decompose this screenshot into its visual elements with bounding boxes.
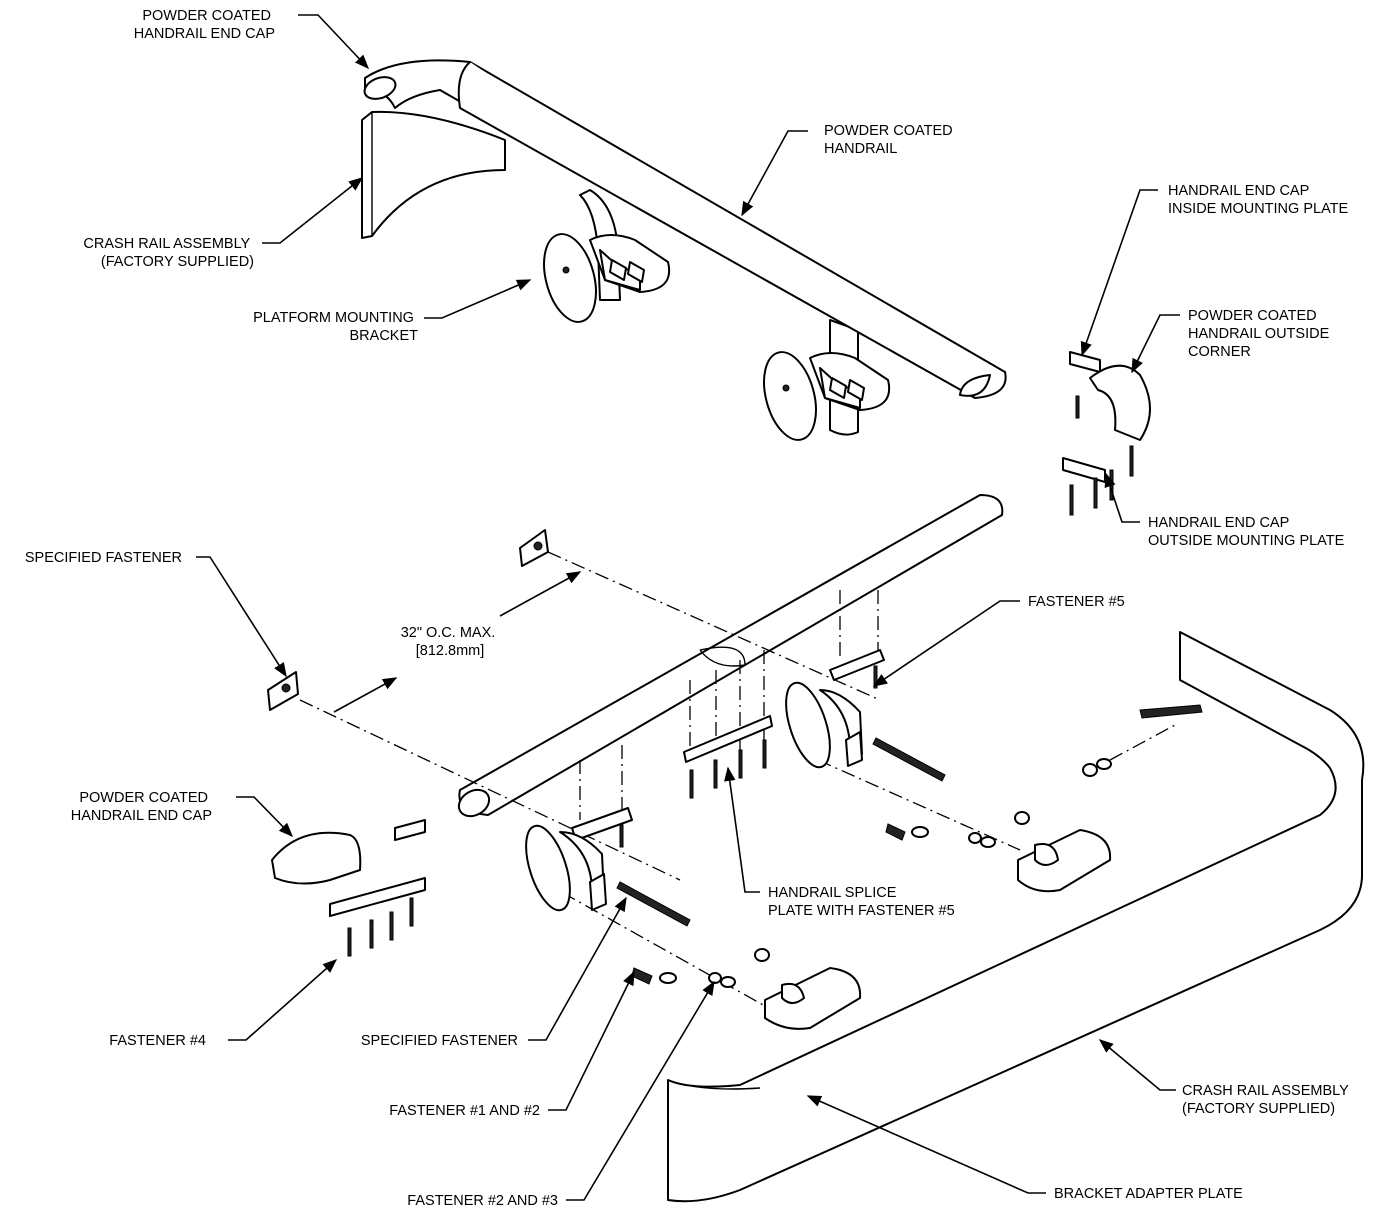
splice-plate (683, 715, 773, 799)
callout-crash-rail-top: CRASH RAIL ASSEMBLY (FACTORY SUPPLIED) (83, 236, 254, 270)
mounting-bracket-2 (763, 351, 891, 441)
callout-specified-fastener-bottom: SPECIFIED FASTENER (361, 1033, 518, 1049)
callout-handrail: POWDER COATED HANDRAIL (824, 123, 957, 157)
crash-rail-bottom (667, 631, 1365, 1203)
handrail-exploded (457, 494, 1004, 818)
bracket-exploded-2 (525, 807, 862, 1030)
end-cap-exploded (271, 819, 426, 957)
handrail-top (363, 59, 1007, 399)
callout-platform-bracket: PLATFORM MOUNTING BRACKET (253, 310, 418, 344)
callout-fastener-5: FASTENER #5 (1028, 594, 1125, 610)
callout-outside-plate: HANDRAIL END CAP OUTSIDE MOUNTING PLATE (1148, 515, 1345, 549)
bracket-exploded-1 (785, 649, 1112, 893)
center-lines (299, 551, 1176, 1021)
callout-crash-rail-bottom: CRASH RAIL ASSEMBLY (FACTORY SUPPLIED) (1182, 1083, 1353, 1117)
callout-end-cap-bottom: POWDER COATED HANDRAIL END CAP (71, 790, 212, 824)
callout-fastener-2-3: FASTENER #2 AND #3 (407, 1193, 558, 1209)
mounting-bracket-1 (543, 233, 671, 323)
outside-corner-detail (1062, 351, 1151, 516)
callout-spacing: 32" O.C. MAX. [812.8mm] (401, 625, 500, 659)
callout-fastener-4: FASTENER #4 (109, 1033, 206, 1049)
specified-fastener-clips (267, 529, 549, 711)
callout-splice-plate: HANDRAIL SPLICE PLATE WITH FASTENER #5 (768, 885, 955, 919)
callout-inside-plate: HANDRAIL END CAP INSIDE MOUNTING PLATE (1168, 183, 1349, 217)
callout-specified-fastener-top: SPECIFIED FASTENER (25, 550, 182, 566)
callout-fastener-1-2: FASTENER #1 AND #2 (389, 1103, 540, 1119)
exploded-view (267, 494, 1365, 1203)
callout-end-cap-top: POWDER COATED HANDRAIL END CAP (134, 8, 275, 42)
assembled-view (361, 59, 1007, 441)
callout-labels: POWDER COATED HANDRAIL END CAP POWDER CO… (25, 8, 1353, 1209)
leader-lines (196, 14, 1180, 1201)
callout-adapter-plate: BRACKET ADAPTER PLATE (1054, 1186, 1243, 1202)
callout-outside-corner: POWDER COATED HANDRAIL OUTSIDE CORNER (1188, 308, 1333, 360)
